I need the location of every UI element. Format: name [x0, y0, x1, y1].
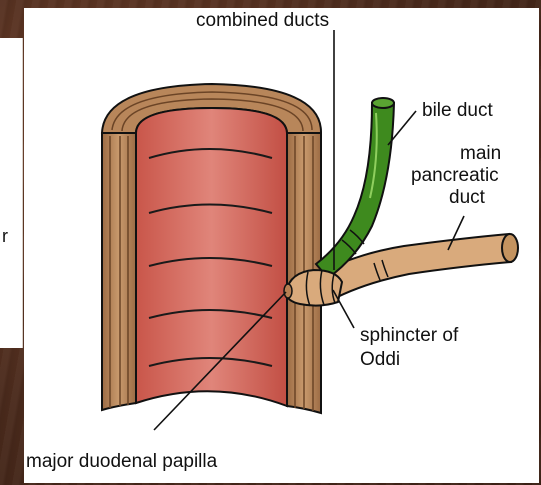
- duodenum-lumen: [136, 108, 287, 406]
- adjacent-slide-fragment: r: [0, 38, 23, 348]
- main-pancreatic-duct-label-line2: pancreatic: [411, 165, 499, 187]
- leader-sphincter: [333, 290, 354, 328]
- bile-duct-label: bile duct: [422, 100, 493, 122]
- sphincter-of-oddi-label-line2: Oddi: [360, 349, 400, 371]
- pancreatic-duct-end: [502, 234, 518, 262]
- major-duodenal-papilla-label: major duodenal papilla: [26, 451, 217, 473]
- main-pancreatic-duct-label-line1: main: [460, 143, 501, 165]
- adjacent-slide-text: r: [2, 226, 8, 247]
- pancreas-duodenum-diagram: [24, 8, 539, 483]
- combined-ducts-label: combined ducts: [196, 10, 329, 32]
- bile-duct-end: [372, 98, 394, 108]
- main-pancreatic-duct-label-line3: duct: [449, 187, 485, 209]
- duodenum-wall-left: [102, 133, 136, 410]
- diagram-card: combined ducts bile duct main pancreatic…: [24, 8, 539, 483]
- sphincter-of-oddi-label-line1: sphincter of: [360, 325, 458, 347]
